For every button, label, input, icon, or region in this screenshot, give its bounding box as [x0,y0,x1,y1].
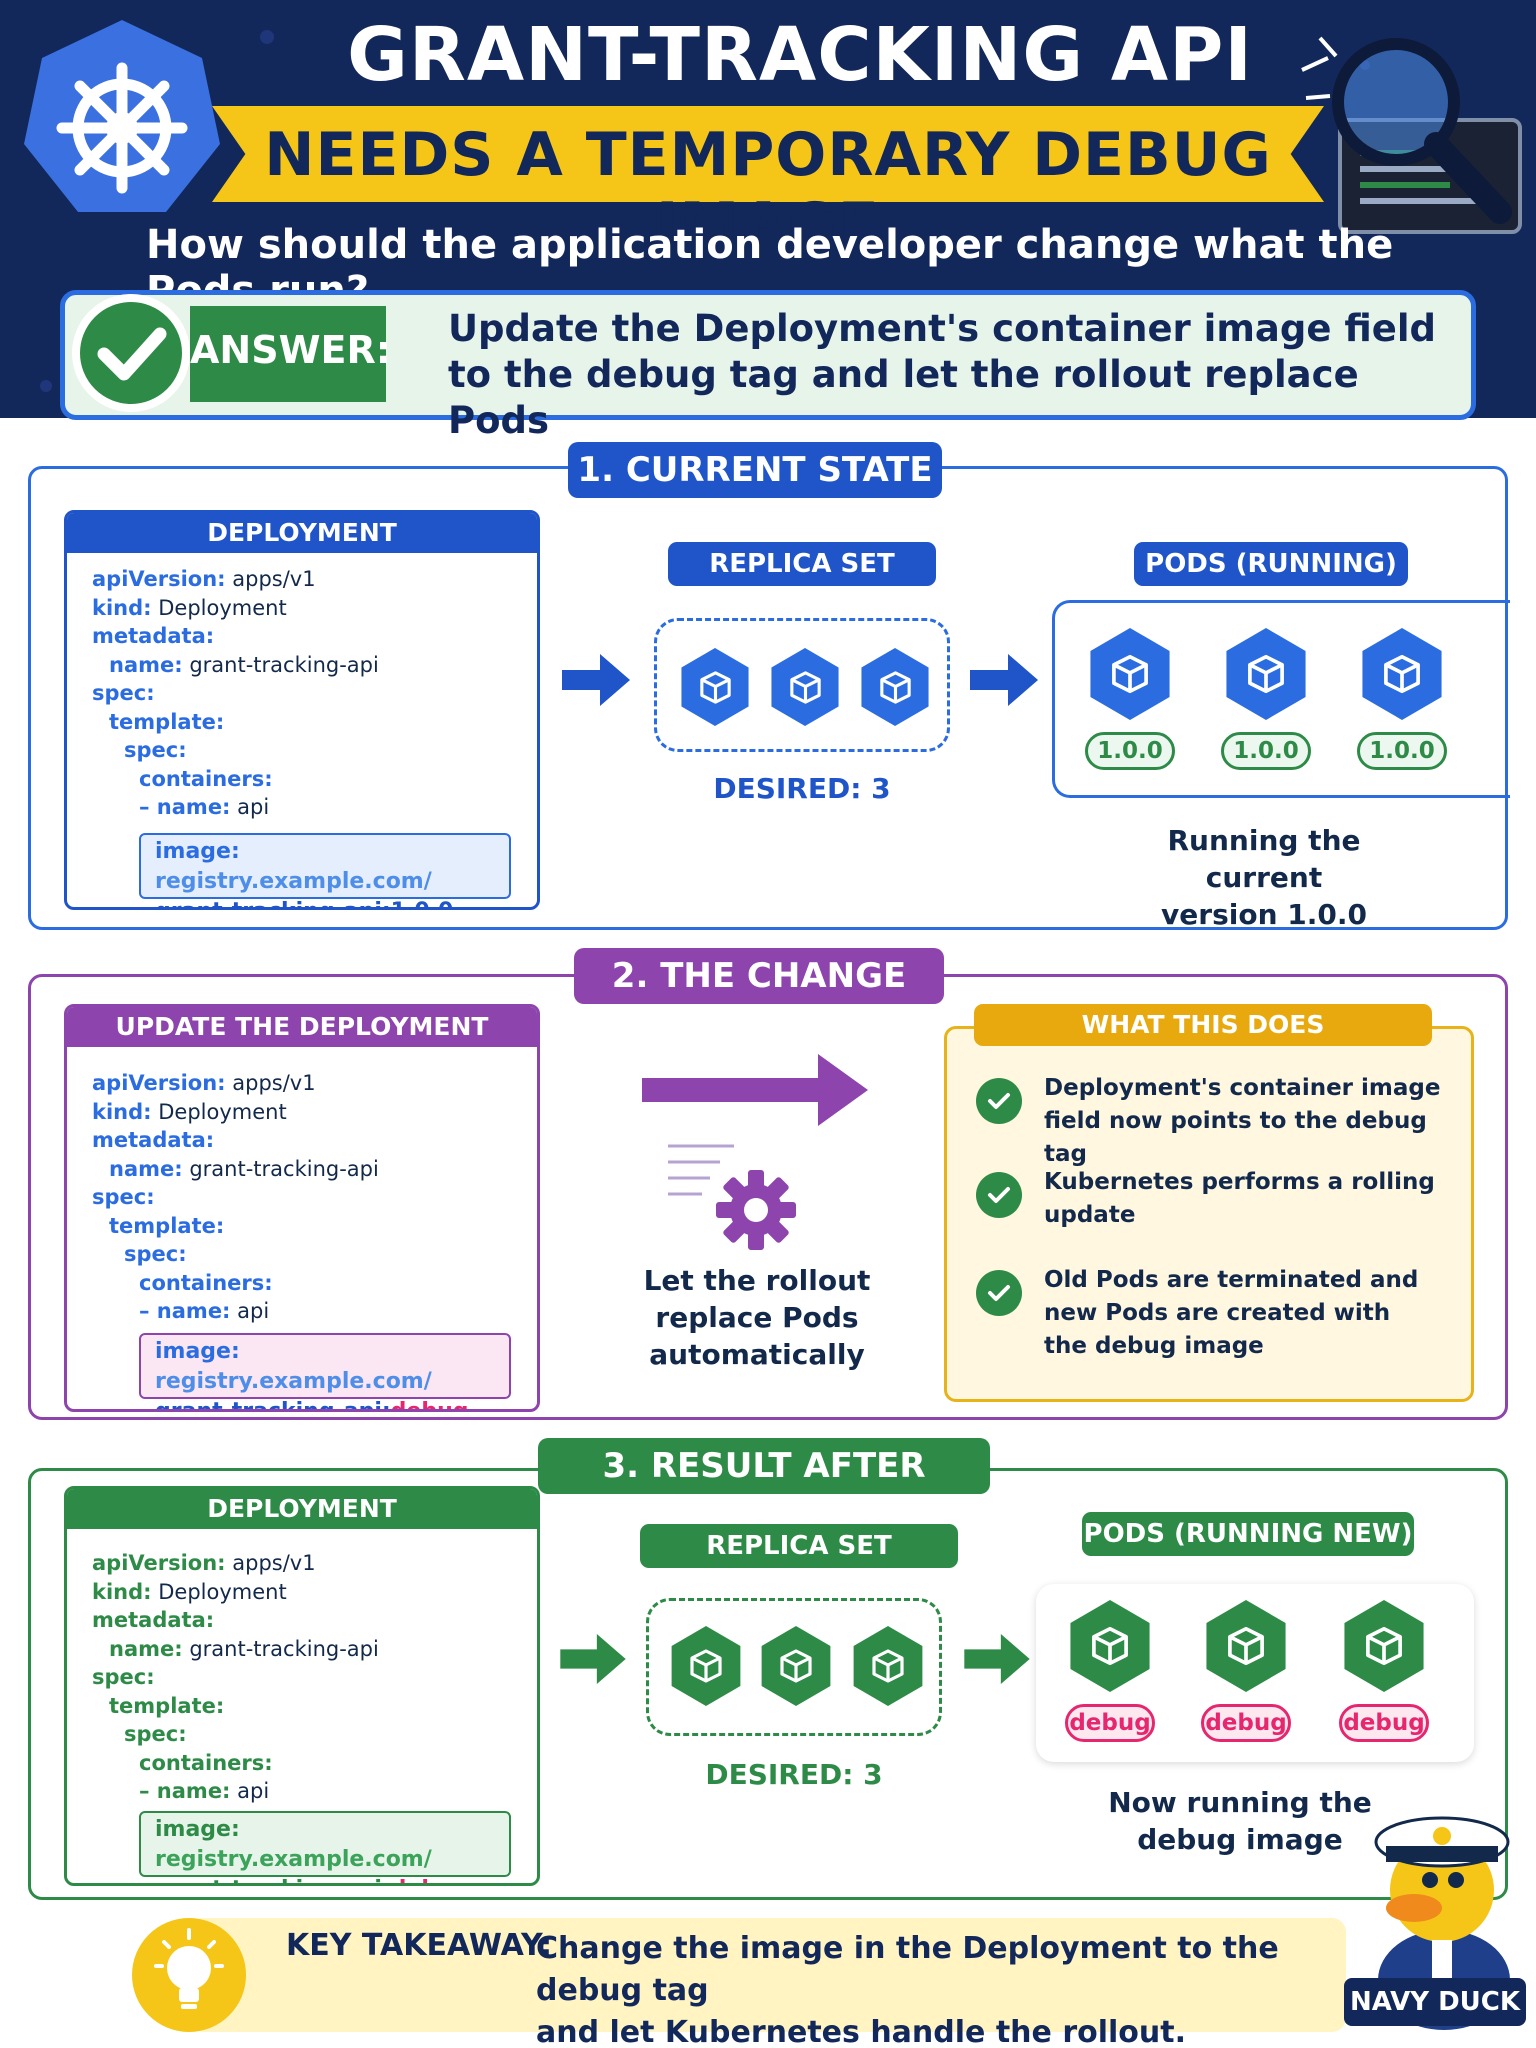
desired-count: DESIRED: 3 [713,772,891,805]
update-deployment-card: UPDATE THE DEPLOYMENT apiVersion: apps/v… [64,1004,540,1412]
what-this-does-title: WHAT THIS DOES [974,1004,1432,1046]
answer-label-background [190,306,386,402]
page-title: GRANT-TRACKING API [347,12,1253,98]
pod-cube-icon [853,1626,923,1706]
answer-text: Update the Deployment's container image … [448,306,1448,444]
desired-count-updated: DESIRED: 3 [705,1758,883,1791]
arrow-right-icon [970,654,1038,706]
current-deployment-card: DEPLOYMENT apiVersion: apps/v1 kind: Dep… [64,510,540,910]
pod-cube-icon [1090,628,1170,720]
arrow-right-icon [562,654,630,706]
current-image-field: image: registry.example.com/ grant-track… [139,833,511,907]
change-tag: 2. THE CHANGE [574,948,944,1004]
checkmark-icon [976,1172,1022,1218]
pod-cube-icon [671,1626,741,1706]
pods-running-new-label: PODS (RUNNING NEW) [1082,1512,1414,1556]
answer-line-2: to the debug tag and let the rollout rep… [448,353,1359,442]
rollout-gear-icon [668,1144,796,1250]
arrow-right-icon [642,1054,868,1126]
pod-cube-icon [1070,1600,1150,1692]
replica-set-updated-label: REPLICA SET (UPDATED) [640,1524,958,1605]
takeaway-text: Change the image in the Deployment to th… [536,1931,1279,2048]
update-deployment-title: UPDATE THE DEPLOYMENT [67,1007,537,1047]
result-image-field: image: registry.example.com/ grant-track… [139,1811,511,1883]
page-subtitle: NEEDS A TEMPORARY DEBUG IMAGE [264,120,1272,260]
answer-label: ANSWER: [190,328,391,372]
pod-version-tag: 1.0.0 [1357,732,1447,770]
result-deployment-title: DEPLOYMENT [67,1489,537,1529]
pod-cube-icon [1206,1600,1286,1692]
pod-cube-icon [1344,1600,1424,1692]
replica-set-label: REPLICA SET [668,542,936,586]
takeaway-box [190,1918,1346,2032]
arrow-right-icon [560,1634,626,1684]
mascot-name-badge: NAVY DUCK [1344,1978,1526,2026]
pod-cube-icon [761,1626,831,1706]
subtitle-banner [212,106,1324,202]
kubernetes-logo-icon [24,20,220,212]
pod-version-tag: debug [1065,1704,1155,1742]
pod-version-tag: debug [1339,1704,1429,1742]
replica-set-updated-box [646,1598,942,1736]
question-text: How should the application developer cha… [146,222,1394,314]
pod-cube-icon [1226,628,1306,720]
lightbulb-icon [132,1918,246,2032]
result-tag: 3. RESULT AFTER ROLLOUT [538,1438,990,1542]
what-this-does-box [944,1026,1474,1402]
pod-cube-icon [1362,628,1442,720]
rollout-caption: Let the rollout replace Pods automatical… [643,1264,871,1371]
pod-cube-icon [771,648,839,726]
pod-version-tag: debug [1201,1704,1291,1742]
current-state-tag: 1. CURRENT STATE [568,442,942,498]
checkmark-icon [976,1078,1022,1124]
replica-set-box [654,618,950,752]
update-image-field: image: registry.example.com/ grant-track… [139,1333,511,1409]
result-caption: Now running the debug image [1108,1786,1372,1856]
pod-version-tag: 1.0.0 [1085,732,1175,770]
magnifier-laptop-icon [1301,36,1522,234]
pod-cube-icon [861,648,929,726]
pod-cube-icon [681,648,749,726]
current-caption: Running the current version 1.0.0 [1161,824,1367,931]
takeaway-label: KEY TAKEAWAY: [286,1928,553,1963]
checkmark-icon [72,294,190,412]
result-deployment-card: DEPLOYMENT apiVersion: apps/v1 kind: Dep… [64,1486,540,1886]
current-deployment-title: DEPLOYMENT [67,513,537,553]
pods-running-label: PODS (RUNNING) [1134,542,1408,586]
answer-line-1: Update the Deployment's container image … [448,307,1437,350]
pods-box [1052,600,1510,798]
pod-version-tag: 1.0.0 [1221,732,1311,770]
arrow-right-icon [964,1634,1030,1684]
checkmark-icon [976,1270,1022,1316]
